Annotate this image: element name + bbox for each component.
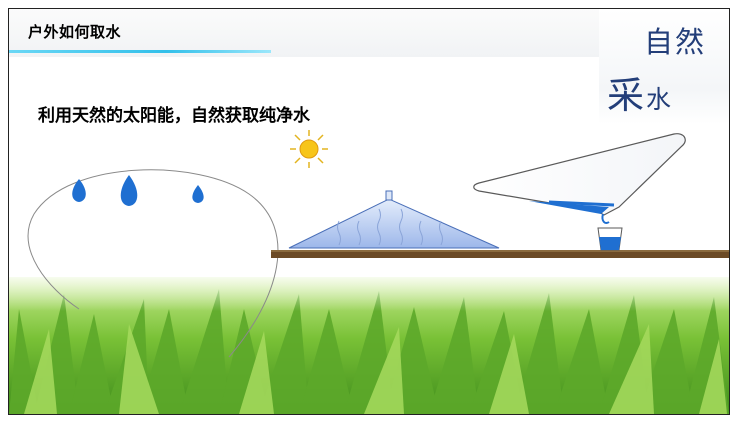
header-right-fade	[599, 9, 729, 124]
solar-still-dome	[288, 190, 500, 249]
tilted-bottle	[473, 133, 686, 224]
corner-word-natural: 自然	[644, 25, 707, 59]
water-glass	[597, 227, 623, 251]
ground-strip	[271, 250, 729, 258]
slide-subtitle: 利用天然的太阳能，自然获取纯净水	[38, 106, 310, 126]
corner-word-collect: 采	[607, 74, 644, 117]
sun-icon	[290, 130, 328, 168]
outline-curve	[27, 169, 279, 358]
water-drop-icon	[72, 175, 204, 206]
grass-field	[9, 271, 729, 414]
slide: 户外如何取水 自然 采水 利用天然的太阳能，自然获取纯净水	[8, 8, 730, 415]
illustration	[9, 130, 729, 414]
corner-word-water: 水	[646, 85, 672, 114]
title-underline	[9, 50, 271, 53]
corner-word-collect-water: 采水	[607, 65, 671, 119]
slide-title: 户外如何取水	[28, 23, 122, 41]
